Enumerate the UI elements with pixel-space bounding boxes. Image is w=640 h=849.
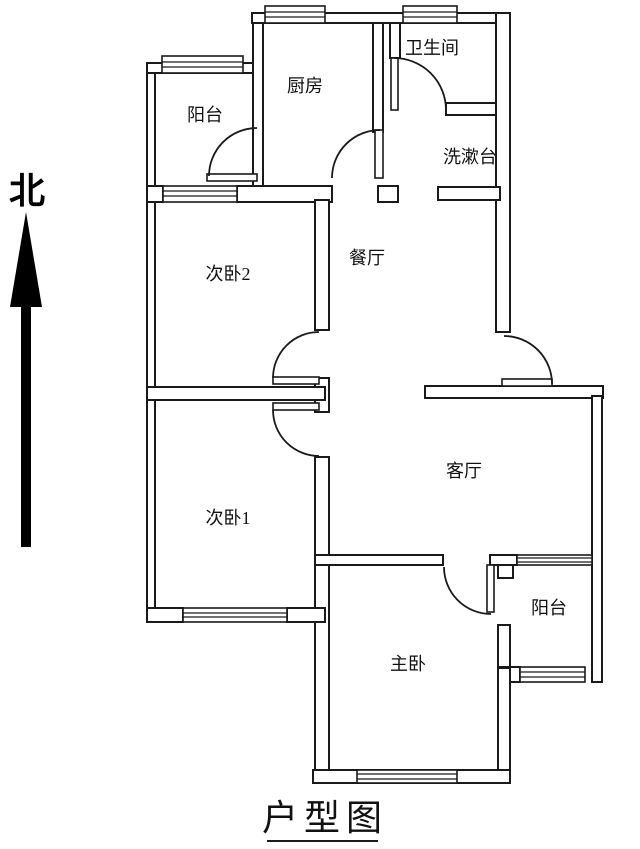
door-leaf <box>390 57 399 111</box>
wall-washstand-counter <box>437 186 501 201</box>
wall-master-east <box>497 667 511 784</box>
wall-south-balcony-west <box>497 624 511 673</box>
door-dining-to-living <box>501 335 553 387</box>
room-label-south-balcony: 阳台 <box>531 598 567 618</box>
wall-bathroom-west <box>389 22 401 59</box>
window-kitchen-north <box>264 5 326 24</box>
wall-living-top <box>424 385 604 399</box>
room-labels: 阳台 厨房 卫生间 洗漱台 次卧2 餐厅 次卧1 客厅 主卧 阳台 <box>187 38 567 674</box>
window-south-balcony-top <box>516 554 593 566</box>
window-north-balcony <box>161 55 244 74</box>
door-swing-arc <box>331 129 381 179</box>
door-kitchen <box>331 129 384 179</box>
door-leaf <box>501 378 553 387</box>
wall-kitchen-west <box>252 22 264 187</box>
window-bedroom1-south <box>182 607 288 623</box>
wall-left-outer <box>146 62 156 623</box>
room-label-living: 客厅 <box>446 461 482 481</box>
door-leaf <box>374 129 384 179</box>
door-bedroom1 <box>272 402 320 457</box>
windows <box>161 5 593 784</box>
wall-dining-top-stub <box>377 185 399 203</box>
door-leaf <box>272 376 320 385</box>
wall-right-upper-outer <box>495 12 511 333</box>
door-north-balcony <box>206 127 258 182</box>
window-bathroom-north <box>402 5 458 24</box>
door-swing-arc <box>503 335 553 385</box>
door-bedroom2 <box>272 331 320 385</box>
window-bedroom2-north <box>162 185 238 203</box>
wall-right-lower-outer <box>591 395 603 683</box>
wall-pier-box <box>497 564 514 579</box>
room-label-dining: 餐厅 <box>349 248 385 268</box>
door-leaf <box>486 564 495 613</box>
door-swing-arc <box>443 566 492 615</box>
room-label-kitchen: 厨房 <box>287 76 323 96</box>
wall-living-bottom <box>314 554 444 566</box>
wall-dining-west <box>314 199 330 331</box>
window-master-south <box>356 769 458 784</box>
door-swing-arc <box>272 409 320 457</box>
room-label-washstand: 洗漱台 <box>443 147 497 167</box>
north-arrow-shaft <box>21 307 31 547</box>
north-arrow: 北 <box>9 171 45 547</box>
wall-kitchen-east <box>372 22 384 133</box>
room-label-bathroom: 卫生间 <box>405 38 459 58</box>
page-title: 户型图 <box>262 798 388 838</box>
door-swing-arc <box>272 331 320 379</box>
room-label-north-balcony: 阳台 <box>187 105 223 125</box>
wall-bedroom1-bottom-left <box>146 607 184 623</box>
room-label-bedroom2: 次卧2 <box>206 264 251 284</box>
title-block: 户型图 <box>262 798 388 842</box>
door-leaf <box>272 402 320 411</box>
door-master-bedroom <box>443 564 495 615</box>
room-label-bedroom1: 次卧1 <box>206 508 251 528</box>
north-label: 北 <box>9 171 45 211</box>
window-south-balcony-bottom <box>519 666 586 683</box>
wall-bedroom1-bottom-right <box>286 607 326 623</box>
door-swing-arc <box>208 127 258 177</box>
doors <box>206 57 553 615</box>
wall-bedroom-divider <box>146 386 326 401</box>
room-label-master: 主卧 <box>390 654 426 674</box>
wall-mid-left-cap <box>146 185 164 203</box>
wall-south-balcony-top-block <box>489 554 518 566</box>
door-leaf <box>206 173 258 182</box>
door-bathroom <box>390 57 447 111</box>
door-swing-arc <box>393 57 447 111</box>
north-arrow-head <box>10 212 42 307</box>
